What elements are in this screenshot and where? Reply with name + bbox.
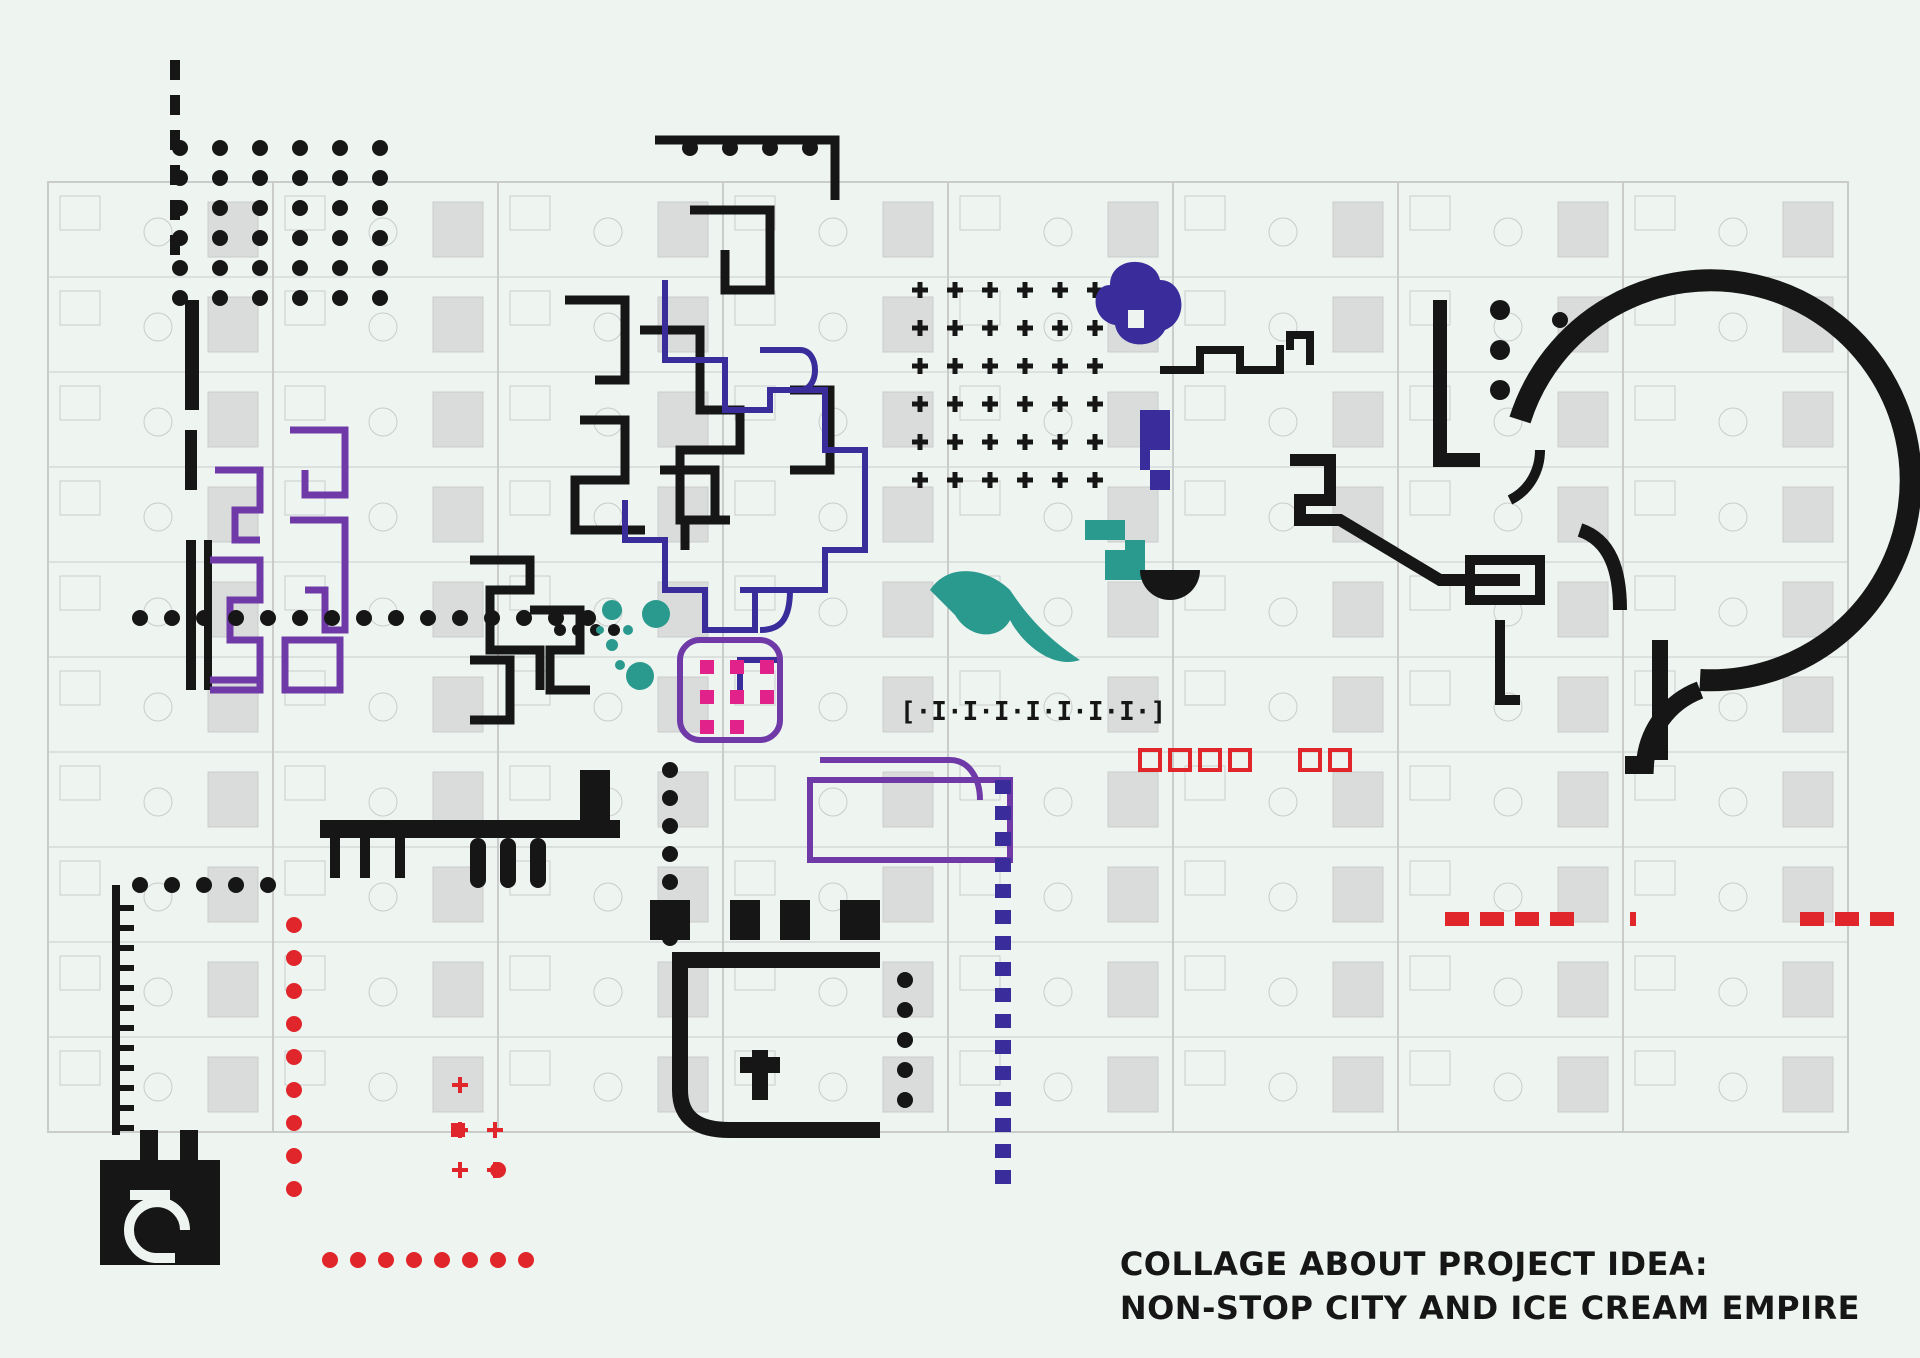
caption-line-2: NON-STOP CITY AND ICE CREAM EMPIRE xyxy=(1119,1289,1860,1327)
red-dotted-l-path xyxy=(286,917,534,1268)
dot-column-center xyxy=(662,762,678,946)
blue-blobs-upper xyxy=(1095,261,1182,490)
blue-dashed-vertical xyxy=(995,780,1011,1184)
caption-line-1: COLLAGE ABOUT PROJECT IDEA: xyxy=(1119,1245,1709,1283)
red-solid-marks xyxy=(451,1123,506,1178)
teal-circle-cluster xyxy=(596,600,670,690)
dot-column-bottom-right xyxy=(897,972,913,1108)
black-semicircle xyxy=(1140,570,1200,600)
black-plan-blocks-center xyxy=(470,135,840,725)
purple-blocks-left xyxy=(210,426,349,694)
dot-row-bottom-left xyxy=(132,877,276,893)
black-comb-vertical-left xyxy=(112,885,120,1135)
ticked-frame: [·I·I·I·I·I·I·I·] xyxy=(900,697,1166,727)
plus-matrix-center xyxy=(912,282,1103,488)
dot-row-middle xyxy=(132,610,620,636)
magenta-dotted-block xyxy=(677,637,783,743)
black-comb-bar xyxy=(320,770,620,888)
red-outline-squares xyxy=(1138,748,1352,772)
black-spiral-block xyxy=(100,1130,220,1265)
comb-teeth xyxy=(120,905,134,1131)
red-dashed-row-right xyxy=(1445,912,1894,926)
black-c-form-bottom xyxy=(672,952,880,1138)
arch-scallops xyxy=(1490,300,1568,400)
large-black-arch-plan-right xyxy=(1290,269,1920,774)
collage-caption: COLLAGE ABOUT PROJECT IDEA: NON-STOP CIT… xyxy=(1120,1242,1860,1330)
teal-blob-center xyxy=(930,520,1145,662)
black-stubs-bottom xyxy=(650,900,880,940)
blue-blob-cutout xyxy=(1128,310,1144,328)
black-chain-right-of-plus xyxy=(1160,331,1314,374)
